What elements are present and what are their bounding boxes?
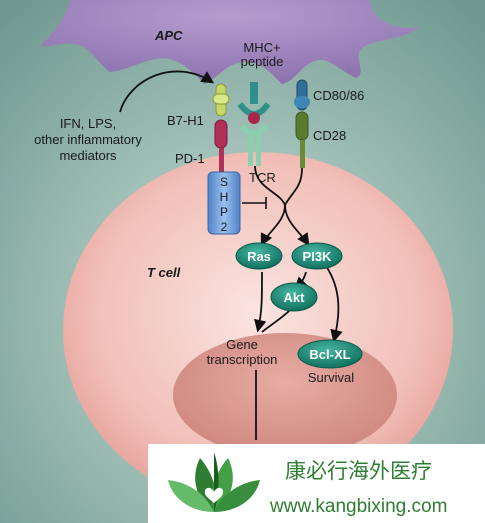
ras-node <box>235 242 283 270</box>
cd28-receptor <box>295 111 309 168</box>
apc-label: APC <box>154 28 183 43</box>
pi3k-to-bclxl-arrow <box>325 265 343 343</box>
bclxl-node <box>297 339 363 369</box>
b7h1-label: B7-H1 <box>167 113 204 128</box>
mediators-label-line3: mediators <box>59 148 117 163</box>
ras-to-gene-arrow <box>254 271 267 333</box>
mediators-label-line2: other inflammatory <box>34 132 142 147</box>
ras-label: Ras <box>247 249 271 264</box>
shp2-letter-2: 2 <box>221 220 228 234</box>
tcr-receptor <box>239 123 269 166</box>
gene-label-line2: transcription <box>207 352 278 367</box>
tcr-signal-line <box>254 165 286 206</box>
mhc-label-line2: peptide <box>241 54 284 69</box>
pi3k-node <box>291 242 343 270</box>
mediators-label-line1: IFN, LPS, <box>60 116 116 131</box>
gene-label-line1: Gene <box>226 337 258 352</box>
cd28-signal-line <box>284 167 303 206</box>
tcell-label: T cell <box>147 265 181 280</box>
mediators-arrow <box>119 70 215 113</box>
cd80-86-ligand <box>294 79 310 111</box>
shp2-letter-h: H <box>220 190 229 204</box>
arrow-to-pi3k <box>284 204 310 247</box>
lotus-logo <box>168 452 260 512</box>
survival-label: Survival <box>308 370 354 385</box>
shp2-letter-s: S <box>220 175 228 189</box>
shp2-box <box>207 171 241 235</box>
bclxl-label: Bcl-XL <box>309 347 350 362</box>
pd1-receptor <box>214 119 228 172</box>
shp2-letter-p: P <box>220 205 228 219</box>
akt-node <box>270 282 318 312</box>
tcr-label: TCR <box>249 170 276 185</box>
akt-label: Akt <box>284 290 306 305</box>
apc-cell <box>40 0 420 84</box>
cd28-label: CD28 <box>313 128 346 143</box>
cd80-86-label: CD80/86 <box>313 88 364 103</box>
pi3k-label: PI3K <box>303 249 333 264</box>
b7h1-ligand <box>212 83 230 117</box>
mhc-peptide <box>237 82 271 124</box>
watermark-chinese: 康必行海外医疗 <box>285 459 432 483</box>
akt-to-gene-line <box>261 309 291 333</box>
mhc-label-line1: MHC+ <box>243 40 280 55</box>
pd1-label: PD-1 <box>175 151 205 166</box>
watermark-url: www.kangbixing.com <box>269 496 447 517</box>
